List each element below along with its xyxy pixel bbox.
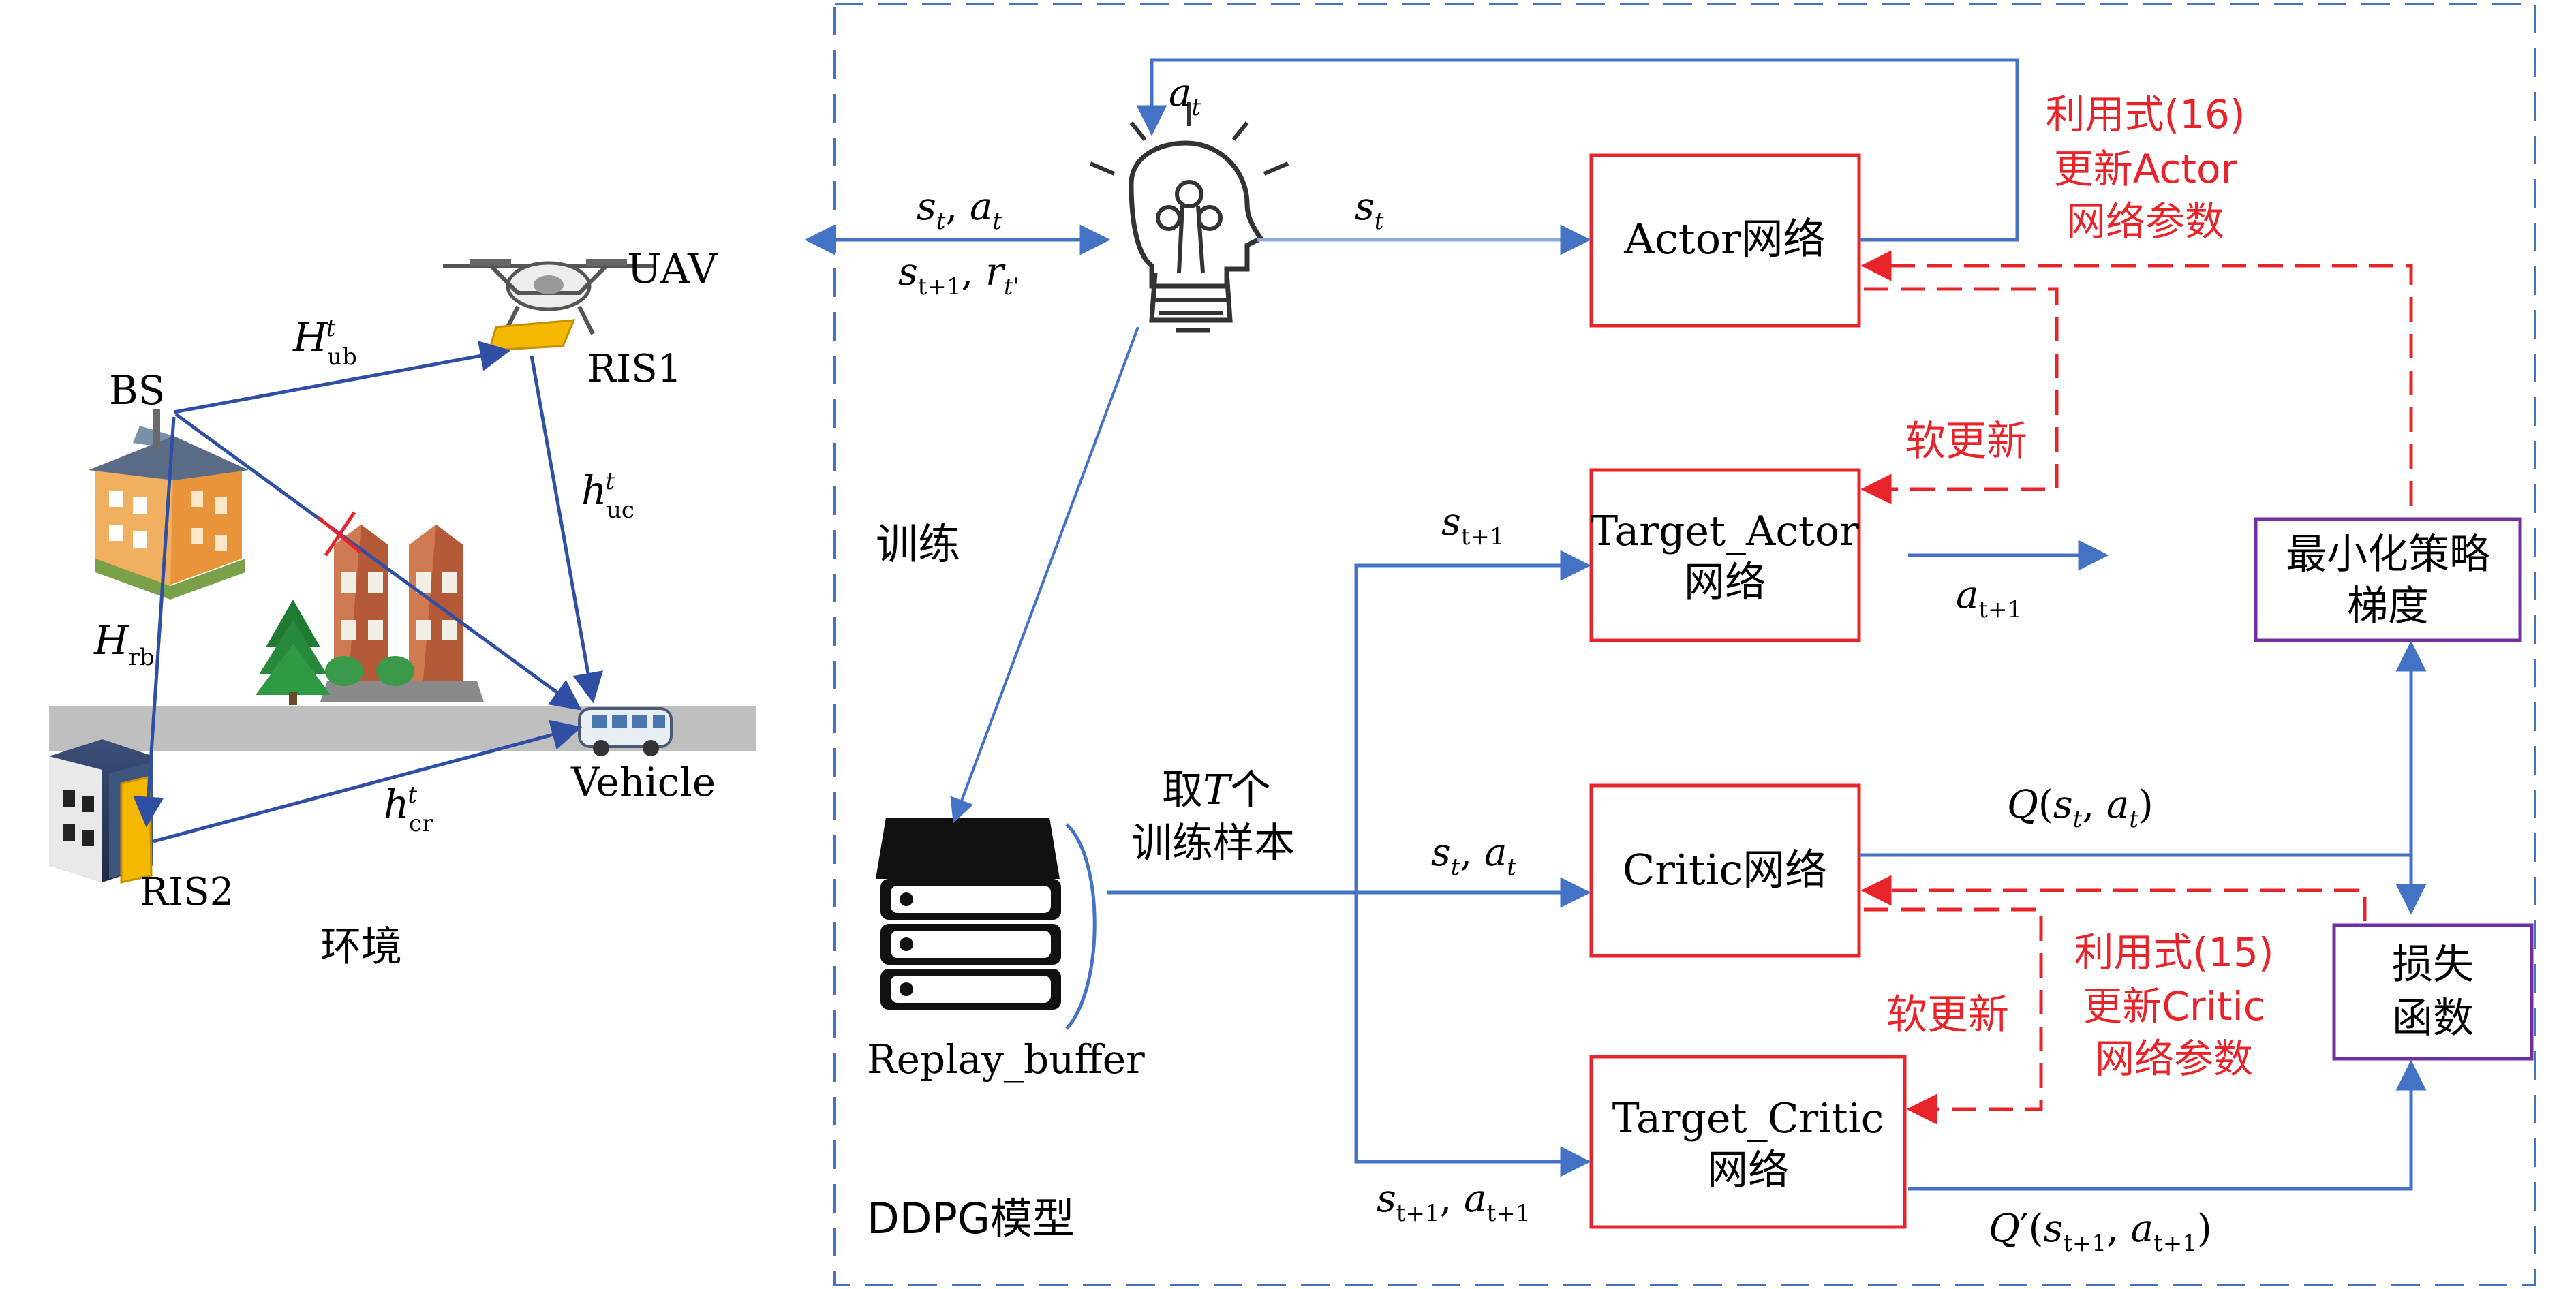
critic-update-text-2: 更新Critic	[2083, 983, 2265, 1029]
critic-update-text-3: 网络参数	[2095, 1036, 2253, 1082]
link-ris2-vehicle	[153, 719, 583, 843]
sample-label-line1: 取T个	[1162, 766, 1271, 814]
signal-s-t1-a-t1: st+1, at+1	[1377, 1177, 1530, 1227]
ris1-label: RIS1	[587, 347, 681, 391]
signal-s-t1: st+1	[1441, 500, 1505, 550]
buffer-to-target-critic-line	[1354, 892, 1591, 1177]
replay-buffer-label: Replay_buffer	[867, 1036, 1145, 1083]
bs-label: BS	[109, 367, 165, 414]
soft-update-critic-label: 软更新	[1886, 991, 2009, 1039]
critic-network-box: Critic网络	[1589, 783, 1861, 958]
policy-gradient-box: 最小化策略 梯度	[2254, 517, 2522, 642]
soft-update-actor-label: 软更新	[1905, 418, 2027, 465]
train-label: 训练	[876, 519, 960, 569]
link-bs-vehicle-blocked	[174, 412, 582, 711]
environment-panel: UAV RIS1 BS	[49, 245, 756, 971]
soft-update-actor-line	[1860, 287, 2059, 505]
ris2-panel-icon	[120, 775, 153, 884]
svg-text:Target_Critic: Target_Critic	[1612, 1095, 1884, 1143]
svg-text:Actor网络: Actor网络	[1623, 214, 1825, 264]
target-critic-to-loss-line	[1908, 1059, 2427, 1191]
svg-text:Critic网络: Critic网络	[1623, 845, 1827, 895]
signal-q: Q(st, at)	[2007, 783, 2153, 833]
actor-update-text-3: 网络参数	[2066, 198, 2224, 245]
replay-buffer-database-icon	[876, 818, 1097, 1030]
signal-s-t: st	[1355, 185, 1384, 235]
blocked-cross-icon	[318, 511, 361, 557]
tree-icon	[256, 600, 331, 705]
signal-a-t: at	[1169, 71, 1201, 121]
svg-text:Target_Actor: Target_Actor	[1591, 508, 1859, 555]
svg-text:最小化策略: 最小化策略	[2286, 531, 2490, 578]
actor-network-box: Actor网络	[1589, 153, 1861, 328]
target-critic-network-box: Target_Critic 网络	[1589, 1055, 1907, 1229]
houses-icon	[320, 525, 484, 702]
critic-to-loss-line	[1859, 853, 2427, 915]
critic-update-text-1: 利用式(15)	[2074, 929, 2273, 976]
link-bs-ris1	[173, 341, 511, 414]
link-bs-ris2	[133, 416, 176, 828]
soft-update-critic-line	[1864, 907, 2043, 1125]
agent-to-buffer-line	[950, 326, 1139, 824]
signal-s-t-a-t-critic: st, at	[1431, 830, 1516, 881]
svg-text:网络: 网络	[1684, 559, 1766, 606]
actor-update-text-2: 更新Actor	[2054, 146, 2237, 192]
svg-text:函数: 函数	[2392, 995, 2474, 1042]
uav-drone-icon	[443, 259, 654, 335]
actor-update-text-1: 利用式(16)	[2045, 91, 2245, 138]
target-actor-network-box: Target_Actor 网络	[1589, 468, 1861, 642]
ddpg-model-label: DDPG模型	[867, 1194, 1075, 1243]
agent-brain-bulb-icon	[1089, 102, 1289, 333]
uav-label: UAV	[627, 245, 718, 293]
svg-text:损失: 损失	[2392, 941, 2474, 989]
signal-a-t1: at+1	[1956, 573, 2022, 623]
channel-h-rb: Hrb	[93, 617, 155, 671]
link-ris1-vehicle	[530, 355, 604, 704]
loss-function-box: 损失 函数	[2332, 923, 2534, 1061]
ddpg-model-border	[833, 3, 2536, 1286]
vehicle-bus-icon	[578, 707, 673, 756]
policy-update-actor-line	[1860, 250, 2413, 506]
ris2-label: RIS2	[140, 870, 234, 914]
buffer-to-target-actor-line	[1354, 550, 1591, 892]
svg-text:梯度: 梯度	[2347, 583, 2429, 630]
environment-label: 环境	[320, 923, 402, 971]
signal-s-t-a-t: st, at	[917, 185, 1002, 235]
sample-label-line2: 训练样本	[1131, 820, 1295, 867]
signal-q-prime: Q′(st+1, at+1)	[1989, 1207, 2212, 1257]
signal-s-t1-r: st+1, rt'	[898, 250, 1019, 300]
actor-output-loop-line	[1136, 58, 2019, 242]
vehicle-label: Vehicle	[570, 759, 716, 805]
svg-text:网络: 网络	[1707, 1147, 1789, 1194]
loss-update-critic-line	[1860, 875, 2367, 921]
ris1-panel-icon	[487, 319, 576, 352]
